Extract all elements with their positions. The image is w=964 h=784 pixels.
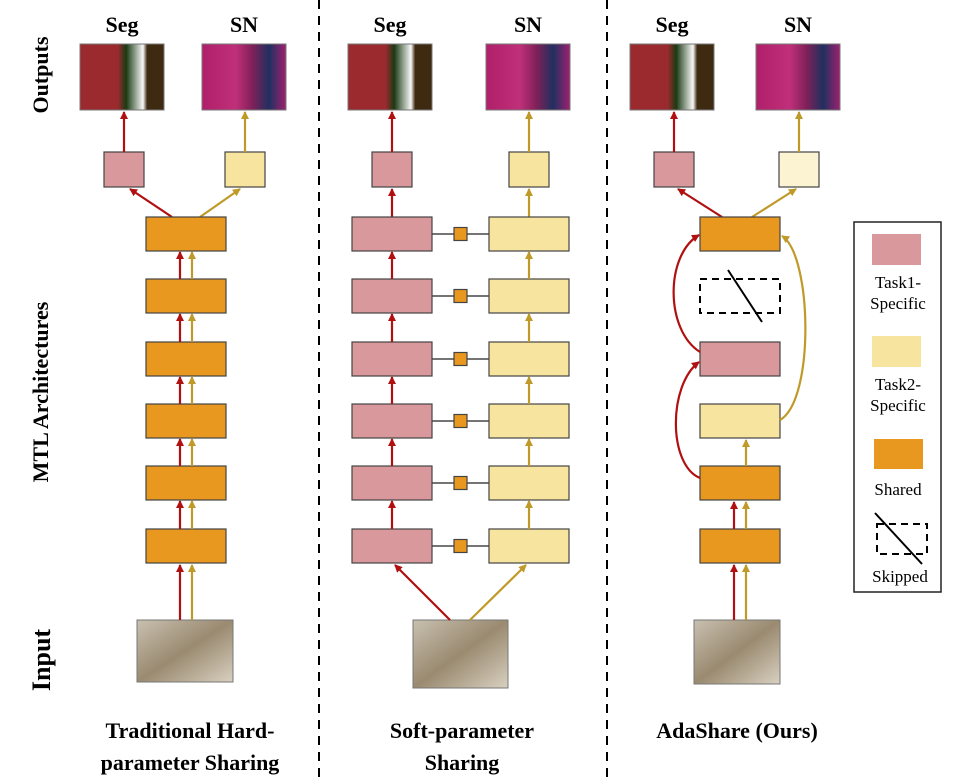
seg-head bbox=[653, 151, 695, 188]
seg-label: Seg bbox=[374, 12, 407, 37]
shared-block bbox=[145, 216, 227, 252]
task1-block bbox=[699, 341, 781, 377]
seg-skip-arrow bbox=[674, 361, 701, 480]
sn-head bbox=[224, 151, 266, 188]
seg-arrow bbox=[129, 188, 173, 218]
input-image bbox=[136, 619, 234, 683]
skipped-block bbox=[699, 278, 781, 314]
shared-block bbox=[145, 465, 227, 501]
task2-block bbox=[488, 528, 570, 564]
seg-output-image bbox=[629, 43, 715, 111]
legend-label-task1: Task1- bbox=[875, 273, 921, 292]
seg-skip-arrow bbox=[672, 234, 701, 353]
sn-arrow bbox=[199, 188, 241, 218]
shared-block bbox=[145, 341, 227, 377]
panel-title: parameter Sharing bbox=[101, 750, 280, 775]
shared-block bbox=[145, 403, 227, 439]
legend-label-task1: Specific bbox=[870, 294, 926, 313]
panel-title: Traditional Hard- bbox=[106, 718, 275, 743]
legend-label-shared: Shared bbox=[874, 480, 922, 499]
legend-label-task2: Task2- bbox=[875, 375, 921, 394]
input-image bbox=[693, 619, 781, 685]
task2-block bbox=[488, 465, 570, 501]
legend-swatch-task1 bbox=[872, 234, 921, 265]
cross-stitch-unit bbox=[453, 538, 468, 554]
seg-output-image bbox=[347, 43, 433, 111]
legend-label-skipped: Skipped bbox=[872, 567, 928, 586]
sn-label: SN bbox=[514, 12, 542, 37]
cross-stitch-unit bbox=[453, 351, 468, 367]
legend-swatch-task2 bbox=[872, 336, 921, 367]
sn-label: SN bbox=[784, 12, 812, 37]
shared-block bbox=[699, 528, 781, 564]
legend-swatch-skipped bbox=[876, 523, 928, 555]
row-label-input: Input bbox=[27, 629, 56, 691]
legend-swatch-shared bbox=[874, 439, 923, 469]
panel-title: Soft-parameter bbox=[390, 718, 534, 743]
task1-block bbox=[351, 341, 433, 377]
row-label-outputs: Outputs bbox=[28, 36, 53, 113]
shared-block bbox=[699, 216, 781, 252]
sn-head bbox=[778, 151, 820, 188]
shared-block bbox=[145, 278, 227, 314]
sn-output-image bbox=[201, 43, 287, 111]
task1-block bbox=[351, 278, 433, 314]
seg-arrow bbox=[677, 188, 723, 218]
seg-label: Seg bbox=[656, 12, 689, 37]
cross-stitch-unit bbox=[453, 475, 468, 491]
task2-block bbox=[488, 216, 570, 252]
panel-title: AdaShare (Ours) bbox=[656, 718, 818, 743]
shared-block bbox=[145, 528, 227, 564]
task1-block bbox=[351, 216, 433, 252]
row-label-architectures: MTL Architectures bbox=[28, 301, 53, 482]
sn-arrow bbox=[469, 564, 527, 621]
seg-output-image bbox=[79, 43, 165, 111]
seg-arrow bbox=[394, 564, 451, 621]
cross-stitch-unit bbox=[453, 413, 468, 429]
sn-output-image bbox=[755, 43, 841, 111]
task2-block bbox=[699, 403, 781, 439]
sn-arrow bbox=[751, 188, 797, 218]
skip-slash bbox=[727, 269, 763, 323]
shared-block bbox=[699, 465, 781, 501]
cross-stitch-unit bbox=[453, 226, 468, 242]
legend: Task1- Specific Task2- Specific Shared S… bbox=[853, 221, 942, 593]
sn-output-image bbox=[485, 43, 571, 111]
cross-stitch-unit bbox=[453, 288, 468, 304]
input-image bbox=[412, 619, 509, 689]
task2-block bbox=[488, 278, 570, 314]
sn-label: SN bbox=[230, 12, 258, 37]
sn-skip-arrow bbox=[779, 235, 807, 421]
legend-label-task2: Specific bbox=[870, 396, 926, 415]
task2-block bbox=[488, 403, 570, 439]
seg-label: Seg bbox=[106, 12, 139, 37]
panel-title: Sharing bbox=[425, 750, 500, 775]
seg-head bbox=[371, 151, 413, 188]
sn-head bbox=[508, 151, 550, 188]
seg-head bbox=[103, 151, 145, 188]
task2-block bbox=[488, 341, 570, 377]
task1-block bbox=[351, 528, 433, 564]
task1-block bbox=[351, 403, 433, 439]
task1-block bbox=[351, 465, 433, 501]
